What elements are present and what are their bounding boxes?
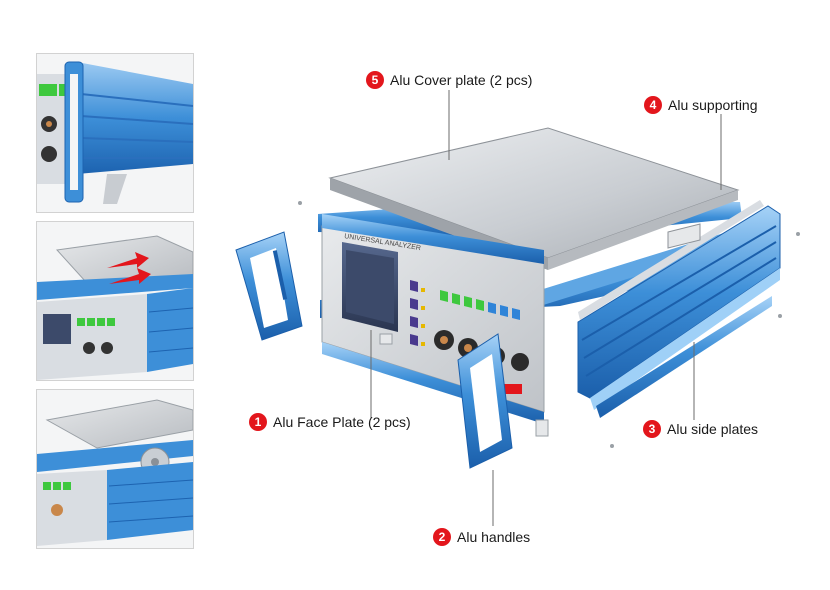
badge-2: 2 [433,528,451,546]
thumbnail-cover-sliding [36,221,194,381]
face-plate: UNIVERSAL ANALYZER [321,214,545,424]
label-cover-text: Alu Cover plate (2 pcs) [390,72,533,88]
label-supporting: 4 Alu supporting [644,96,758,114]
front-handle [457,333,513,469]
label-cover-plate: 5 Alu Cover plate (2 pcs) [366,71,532,89]
badge-3: 3 [643,420,661,438]
label-side-plates: 3 Alu side plates [643,420,758,438]
cover-sliding-illustration [37,222,193,380]
label-face-plate: 1 Alu Face Plate (2 pcs) [249,413,411,431]
badge-4: 4 [644,96,662,114]
badge-1: 1 [249,413,267,431]
thumbnail-handle-closeup [36,53,194,213]
handle-closeup-illustration [37,54,193,212]
thumbnail-interior-fan [36,389,194,549]
left-handle [235,231,303,341]
label-handles-text: Alu handles [457,529,531,545]
screws [298,201,800,448]
label-face-text: Alu Face Plate (2 pcs) [273,414,411,430]
label-supporting-text: Alu supporting [668,97,758,113]
badge-5: 5 [366,71,384,89]
label-side-text: Alu side plates [667,421,759,437]
right-side-plate [577,200,781,418]
interior-fan-illustration [37,390,193,548]
label-handles: 2 Alu handles [433,528,530,546]
